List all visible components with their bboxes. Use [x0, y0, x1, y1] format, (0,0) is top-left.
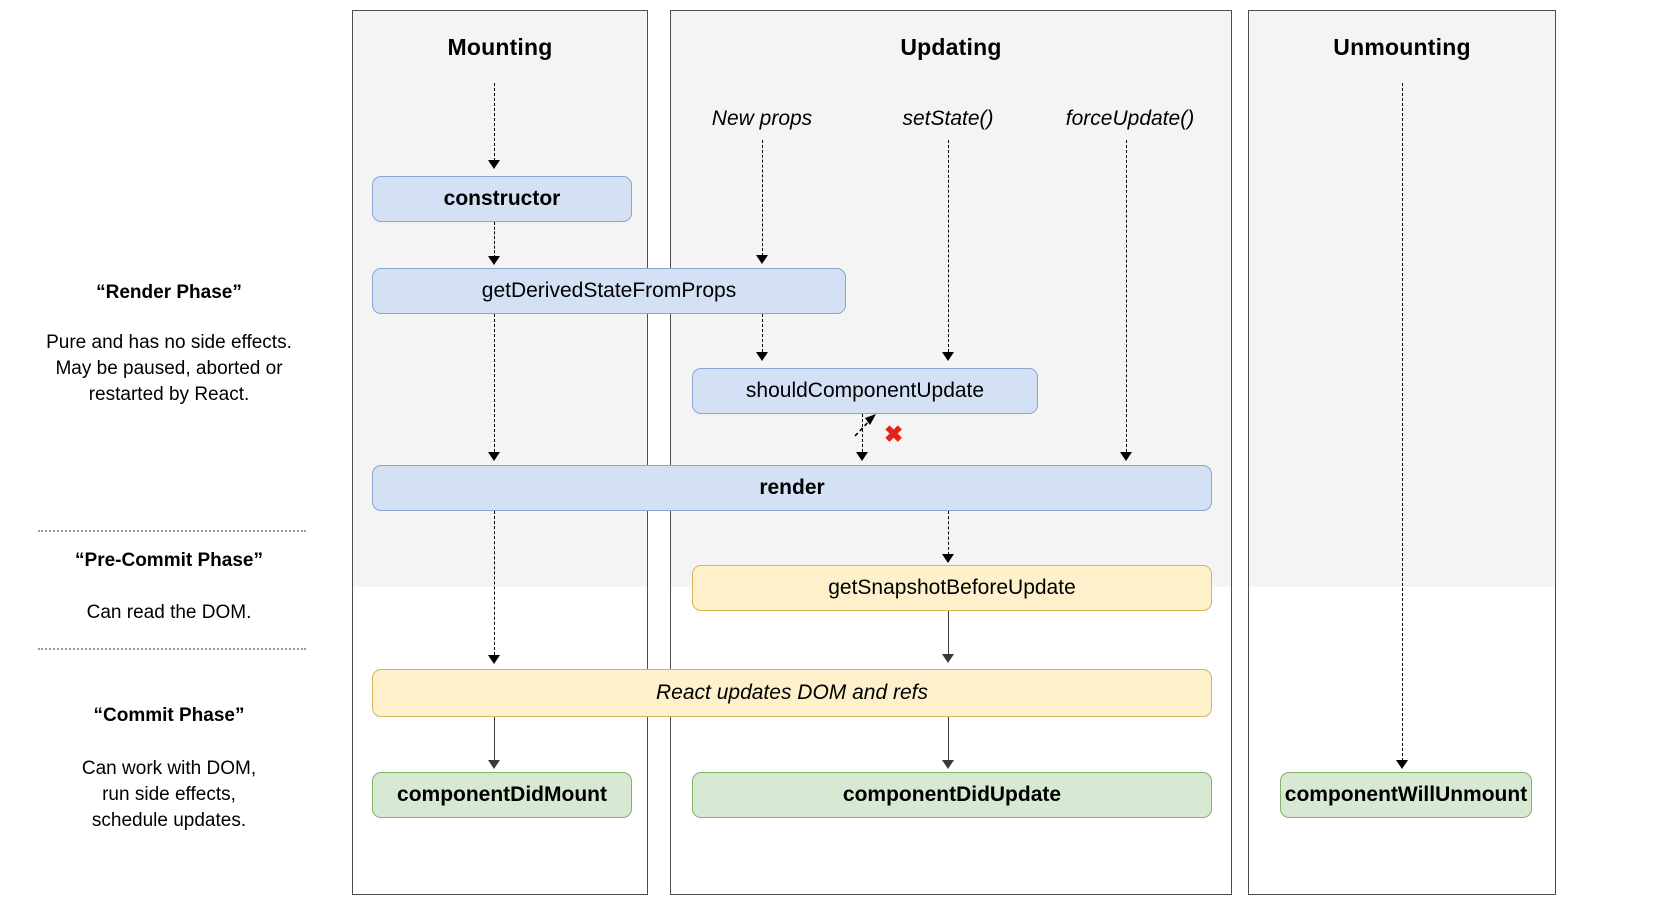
arrowhead-to-gsbu	[942, 554, 954, 563]
trigger-new-props: New props	[711, 107, 813, 130]
arrowhead-to-did-mount	[488, 760, 500, 769]
edge-dom-updates-to-did-update	[948, 717, 949, 761]
arrowhead-to-constructor	[488, 160, 500, 169]
edge-mounting-start-to-constructor	[494, 83, 495, 161]
arrowhead-scu-to-render	[856, 452, 868, 461]
abort-marker-icon: ✖	[884, 421, 904, 447]
node-should-component-update[interactable]: shouldComponentUpdate	[692, 368, 1038, 414]
trigger-force-update: forceUpdate()	[1065, 107, 1195, 130]
column-title-mounting: Mounting	[447, 34, 553, 60]
arrowhead-new-props-to-gdsfp	[756, 255, 768, 264]
edge-force-update-to-render	[1126, 140, 1127, 452]
phase-divider-bottom	[38, 648, 306, 650]
node-render[interactable]: render	[372, 465, 1212, 511]
phase-title-render: “Render Phase”	[96, 282, 242, 303]
arrowhead-set-state-to-scu	[942, 352, 954, 361]
edge-gdsfp-to-scu	[762, 314, 763, 352]
phase-title-commit: “Commit Phase”	[93, 705, 245, 726]
arrowhead-mounting-to-dom-updates	[488, 655, 500, 664]
edge-unmounting-start-to-will-unmount	[1402, 83, 1403, 761]
edge-set-state-to-scu	[948, 140, 949, 352]
edge-new-props-to-gdsfp	[762, 140, 763, 256]
node-get-snapshot-before-update[interactable]: getSnapshotBeforeUpdate	[692, 565, 1212, 611]
edge-scu-to-render	[862, 414, 863, 452]
edge-constructor-to-gdsfp	[494, 222, 495, 258]
node-constructor[interactable]: constructor	[372, 176, 632, 222]
phase-desc-commit-line3: schedule updates.	[91, 810, 247, 831]
arrowhead-mounting-to-render	[488, 452, 500, 461]
edge-dom-updates-to-did-mount	[494, 717, 495, 761]
edge-scu-abort-branch	[854, 414, 876, 437]
node-component-will-unmount[interactable]: componentWillUnmount	[1280, 772, 1532, 818]
node-react-updates-dom-and-refs[interactable]: React updates DOM and refs	[372, 669, 1212, 717]
phase-divider-top	[38, 530, 306, 532]
arrowhead-to-will-unmount	[1396, 760, 1408, 769]
phase-desc-commit-line1: Can work with DOM,	[81, 758, 257, 779]
edge-render-to-dom-updates-mounting	[494, 511, 495, 655]
phase-desc-render-line3: restarted by React.	[88, 384, 250, 405]
arrowhead-gdsfp-to-scu	[756, 352, 768, 361]
arrowhead-force-update-to-render	[1120, 452, 1132, 461]
edge-gdsfp-to-render	[494, 314, 495, 452]
edge-render-to-gsbu	[948, 511, 949, 555]
arrowhead-to-gdsfp	[488, 256, 500, 265]
trigger-set-state: setState()	[902, 107, 994, 130]
phase-title-pre-commit: “Pre-Commit Phase”	[75, 550, 263, 571]
column-title-unmounting: Unmounting	[1333, 34, 1471, 60]
phase-desc-render-line2: May be paused, aborted or	[55, 358, 283, 379]
node-get-derived-state-from-props[interactable]: getDerivedStateFromProps	[372, 268, 846, 314]
arrowhead-updating-to-dom-updates	[942, 654, 954, 663]
node-component-did-mount[interactable]: componentDidMount	[372, 772, 632, 818]
column-title-updating: Updating	[900, 34, 1002, 60]
node-component-did-update[interactable]: componentDidUpdate	[692, 772, 1212, 818]
edge-gsbu-to-dom-updates	[948, 611, 949, 655]
phase-desc-pre-commit-line1: Can read the DOM.	[86, 602, 252, 623]
phase-desc-commit-line2: run side effects,	[102, 784, 236, 805]
phase-desc-render-line1: Pure and has no side effects.	[46, 332, 292, 353]
arrowhead-to-did-update	[942, 760, 954, 769]
